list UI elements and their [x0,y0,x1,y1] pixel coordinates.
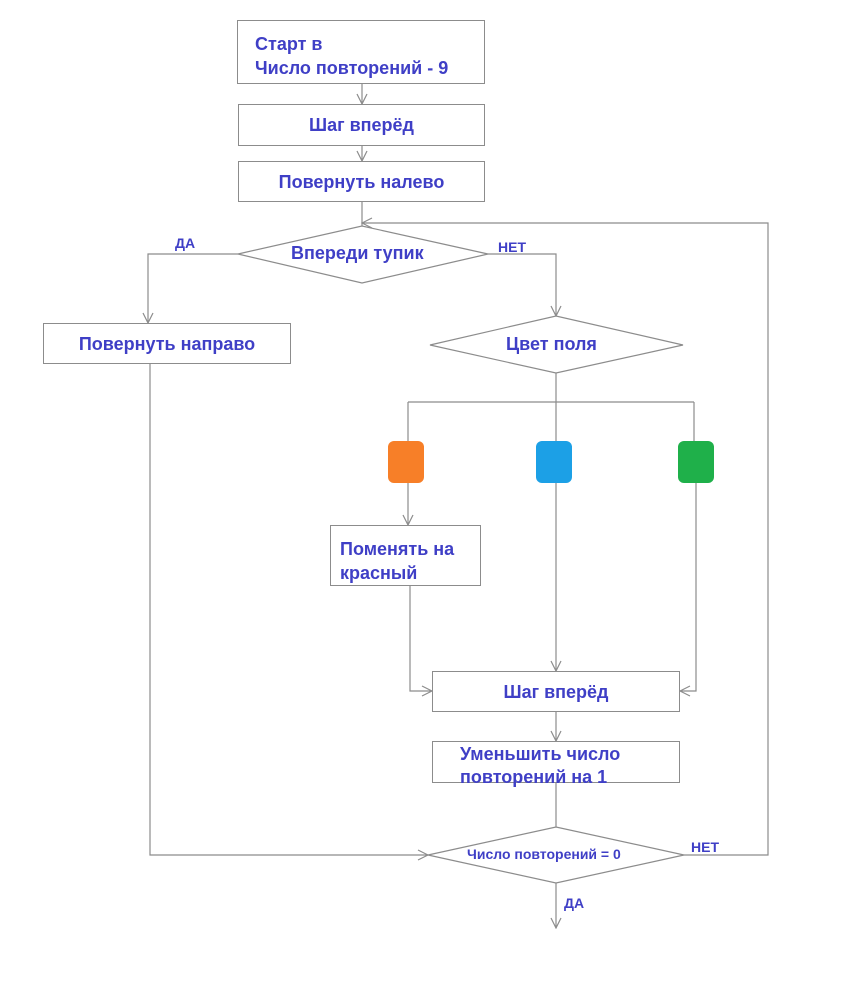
field-color-label: Цвет поля [506,334,597,354]
arrow-no-to-color [488,253,556,316]
arrow-check-no-loop [362,223,769,856]
dead-end-no-label: НЕТ [498,239,526,255]
step-forward-box: Шаг вперёд [238,104,485,146]
arrow-yes-to-turn-right [148,253,238,323]
step-forward-label: Шаг вперёд [309,115,414,135]
recolor-box: Поменять на красный [330,525,481,586]
field-color-diamond [429,315,684,374]
start-box: Старт в Число повторений - 9 [237,20,485,84]
turn-right-box: Повернуть направо [43,323,291,364]
counter-check-no-label: НЕТ [691,839,719,855]
dead-end-yes-label: ДА [175,235,196,251]
step-forward-2-label: Шаг вперёд [503,681,609,702]
counter-check-question: Число повторений = 0 [467,846,621,862]
dead-end-diamond [237,225,489,284]
recolor-line2: красный [340,563,418,583]
turn-right-label: Повернуть направо [78,333,256,354]
decrement-line1: Уменьшить число [460,744,621,764]
blue-swatch [536,441,572,483]
recolor-line1: Поменять на [340,539,455,559]
green-swatch [678,441,714,483]
start-line1: Старт в [255,34,323,54]
turn-left-box: Повернуть налево [238,161,485,202]
orange-swatch [388,441,424,483]
step-forward-2-box: Шаг вперёд [432,671,680,712]
dead-end-question: Впереди тупик [291,243,424,263]
decrement-box: Уменьшить число повторений на 1 [432,741,680,787]
counter-check-diamond [427,826,685,884]
arrow-recolor-to-step [409,586,432,691]
turn-left-label: Повернуть налево [278,171,445,192]
counter-check-yes-label: ДА [564,895,585,911]
line-turn-right-to-check [149,364,428,855]
decrement-line2: повторений на 1 [460,767,608,787]
arrow-green-to-step [680,482,697,691]
start-line2: Число повторений - 9 [255,58,449,78]
